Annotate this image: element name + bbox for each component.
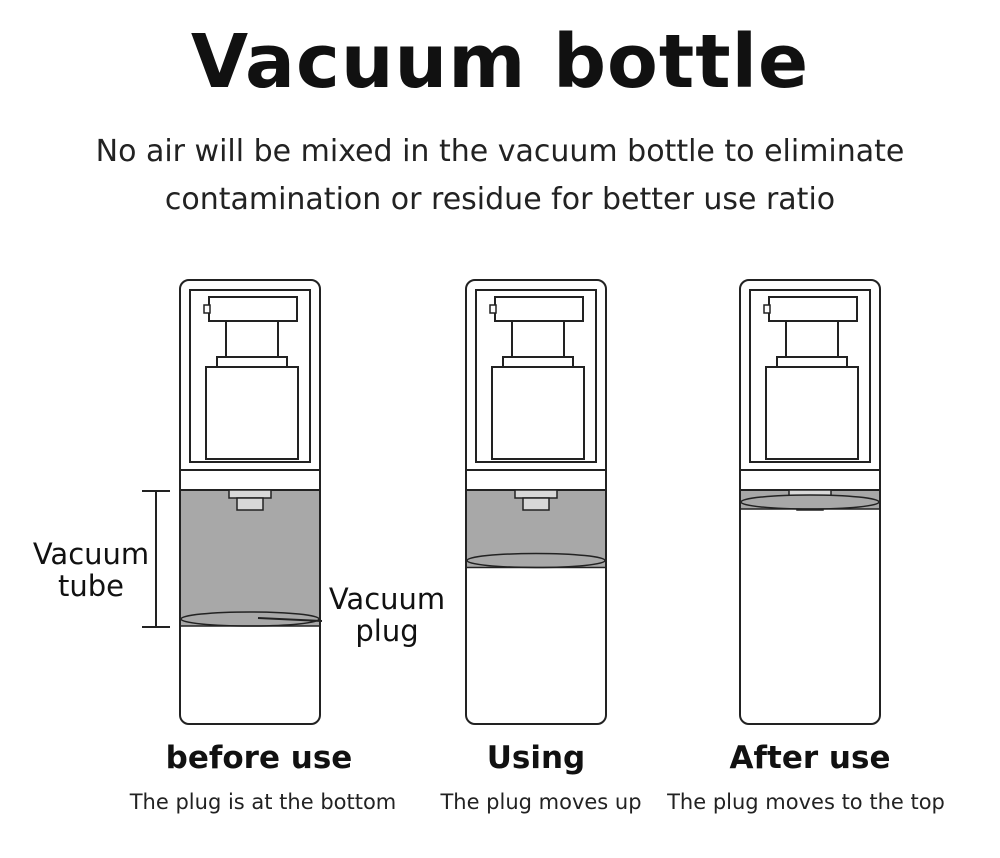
page-subtitle: No air will be mixed in the vacuum bottl… [0,128,1000,224]
vacuum-plug-label-line-1: Vacuum [328,582,446,616]
vacuum-plug-label-line-2: plug [355,614,419,648]
pump-stem [511,320,565,358]
stage-title-after: After use [729,740,891,776]
pump-head [208,296,298,322]
pump-stem [785,320,839,358]
pump-stem [225,320,279,358]
pump-collar [776,356,848,368]
pump-head [494,296,584,322]
page-title: Vacuum bottle [190,19,810,105]
vacuum-tube-label-line-1: Vacuum [32,537,150,571]
bottle-using [465,279,607,725]
pump-base [765,366,859,460]
bottle-before [179,279,321,725]
pump-base [491,366,585,460]
vacuum-plug-pointer [257,617,323,622]
stage-title-before: before use [165,740,353,776]
bottle-after [739,279,881,725]
vacuum-tube-label: Vacuum tube [30,538,152,602]
vacuum-tube-label-line-2: tube [57,569,124,603]
pump-nozzle [489,304,497,314]
subtitle-line-2: contamination or residue for better use … [164,182,836,217]
pump-nozzle [203,304,211,314]
pump-collar [216,356,288,368]
valve-top [228,489,272,499]
pump-collar [502,356,574,368]
cap-window [749,289,871,463]
vacuum-plug [740,494,880,510]
cap-window [475,289,597,463]
valve-stem [236,497,264,511]
pump-nozzle [763,304,771,314]
vacuum-plug-label: Vacuum plug [328,583,446,647]
vacuum-plug [466,552,606,569]
cap-window [189,289,311,463]
stage-subtitle-before: The plug is at the bottom [129,790,397,814]
valve-stem [522,497,550,511]
stage-subtitle-after: The plug moves to the top [667,790,945,814]
stage-subtitle-using: The plug moves up [440,790,642,814]
valve-top [514,489,558,499]
pump-head [768,296,858,322]
subtitle-line-1: No air will be mixed in the vacuum bottl… [95,134,905,169]
vacuum-tube-bracket [142,490,170,628]
vacuum-region [181,490,319,626]
pump-base [205,366,299,460]
stage-title-using: Using [486,740,586,776]
